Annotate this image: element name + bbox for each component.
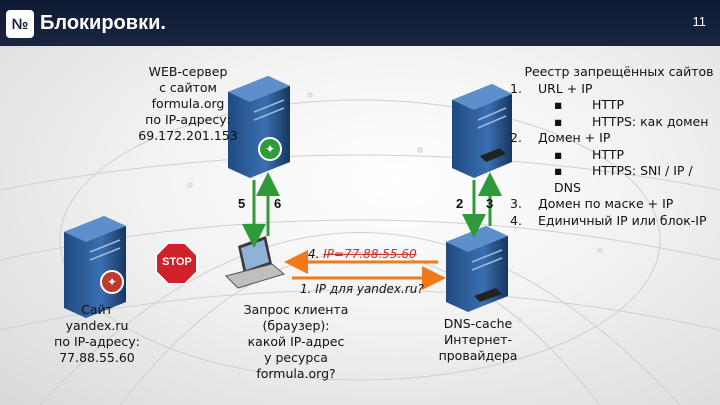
registry-list: Реестр запрещённых сайтов 1.URL + IP ▪HT… (510, 64, 720, 229)
web-server-icon: ✦ (228, 76, 290, 178)
bullet: ▪ (554, 113, 563, 129)
caption-line: у ресурса (264, 350, 328, 365)
bullet: ▪ (554, 146, 563, 162)
caption-line: по IP-адресу: (54, 334, 140, 349)
slide-title: Блокировки. (40, 12, 166, 34)
logo: № (6, 10, 34, 38)
caption-line: DNS-cache (443, 316, 513, 331)
caption-line: по IP-адресу: (145, 112, 231, 127)
caption-line: (браузер): (262, 318, 330, 333)
sub-item: ▪ HTTP (510, 147, 720, 164)
flow-number-5: 5 (238, 196, 246, 211)
list-marker: 4. (510, 212, 522, 228)
sub-item-text: HTTPS: SNI / IP / DNS (554, 163, 693, 195)
caption-line: какой IP-адрес (247, 334, 345, 349)
site-server-icon: ✦ (64, 216, 126, 318)
flow-number-3: 3 (486, 196, 494, 211)
caption-line: Запрос клиента (243, 302, 349, 317)
caption-line: Сайт (81, 302, 113, 317)
list-item: 4. Единичный IP или блок-IP (510, 213, 720, 230)
list-item: 3. Домен по маске + IP (510, 196, 720, 213)
message-4: 4. IP=77.88.55.60 (308, 247, 417, 261)
bullet: ▪ (554, 97, 563, 112)
slide-number: 11 (692, 14, 707, 29)
web-server-caption: WEB-сервер с сайтом formula.org по IP-ад… (128, 64, 248, 144)
svg-text:✦: ✦ (265, 142, 275, 156)
dns-caption: DNS-cache Интернет- провайдера (428, 316, 528, 364)
stop-sign-label: STOP (162, 256, 192, 268)
list-item-text: URL + IP (538, 80, 593, 96)
laptop-icon (225, 236, 286, 289)
list-item: 2. Домен + IP (510, 130, 720, 147)
slide-header: № Блокировки. 11 (0, 0, 720, 46)
sub-item: ▪ HTTP (510, 97, 720, 114)
message-1: 1. IP для yandex.ru? (300, 282, 424, 296)
list-marker: 1. (510, 80, 522, 96)
registry-server-icon (452, 84, 512, 178)
caption-line: WEB-сервер (148, 64, 228, 79)
registry-title: Реестр запрещённых сайтов (524, 64, 714, 79)
message-4-prefix: 4. (308, 247, 324, 261)
caption-line: с сайтом (159, 80, 217, 95)
message-4-ip: IP=77.88.55.60 (323, 247, 417, 261)
dns-server-icon (446, 226, 508, 312)
client-caption: Запрос клиента (браузер): какой IP-адрес… (236, 302, 356, 382)
sub-item-text: HTTP (592, 146, 624, 162)
list-item-text: Домен + IP (538, 130, 611, 145)
caption-line: 77.88.55.60 (59, 350, 135, 365)
list-item-text: Единичный IP или блок-IP (538, 212, 707, 228)
stop-sign-icon (155, 242, 198, 285)
sub-item: ▪ HTTPS: как домен (510, 114, 720, 131)
flow-number-6: 6 (274, 196, 282, 211)
list-item: 1. URL + IP (510, 81, 720, 98)
sub-item: ▪HTTPS: SNI / IP / DNS (510, 163, 720, 196)
flow-number-2: 2 (456, 196, 464, 211)
caption-line: formula.org (151, 96, 225, 111)
caption-line: 69.172.201.153 (138, 128, 238, 143)
site-caption: Сайт yandex.ru по IP-адресу: 77.88.55.60 (42, 302, 152, 366)
caption-line: yandex.ru (65, 318, 129, 333)
list-item-text: Домен по маске + IP (538, 196, 674, 211)
list-marker: 2. (510, 130, 522, 145)
sub-item-text: HTTP (592, 97, 624, 112)
bullet: ▪ (554, 163, 563, 178)
caption-line: Интернет- (443, 332, 513, 347)
svg-text:✦: ✦ (107, 275, 117, 289)
sub-item-text: HTTPS: как домен (592, 113, 709, 129)
caption-line: провайдера (438, 348, 518, 363)
caption-line: formula.org? (256, 366, 336, 381)
list-marker: 3. (510, 196, 522, 211)
